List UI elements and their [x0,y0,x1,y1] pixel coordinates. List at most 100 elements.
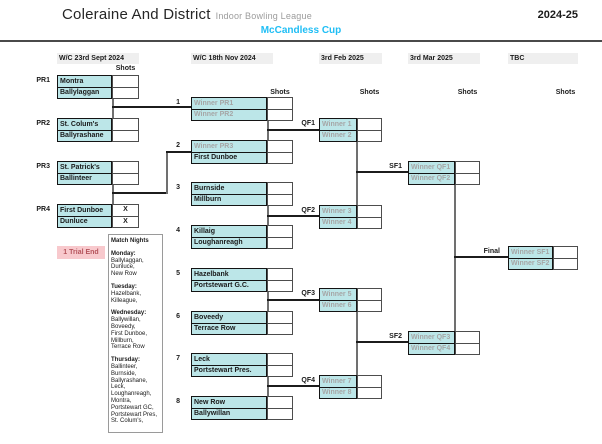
shots-cells [112,75,139,99]
shots-cells [357,118,382,142]
shots-cell[interactable] [267,322,293,335]
team-pair: Winner QF3 Winner QF4 [408,331,455,355]
shots-cell[interactable] [455,172,480,185]
team-name: Millburn [192,193,266,206]
day-label: Monday: [111,250,136,257]
match-nights-day: Thursday: Ballinteer, Burnside, Ballyras… [111,357,160,425]
shots-cells [455,331,480,355]
connector-line [112,192,168,194]
night-team: Ballylaggan, [111,257,144,264]
team-name: Winner QF4 [409,342,454,355]
day-label: Wednesday: [111,310,147,317]
team-name: Winner PR3 [194,142,234,150]
match-nights-box: Match Nights Monday: Ballylaggan, Dunluc… [108,234,163,433]
match-pr3: PR3 St. Patrick's Ballinteer [36,161,139,185]
shots-cell[interactable] [267,407,293,420]
team-pair: Burnside Millburn [191,182,267,206]
shots-cell[interactable] [455,342,480,355]
connector-line [112,106,191,108]
shots-cell[interactable] [357,299,382,312]
match-label: 3 [176,184,180,191]
connector-line [356,341,408,343]
shots-label: Shots [270,89,290,96]
team-name: Ballylaggan [58,86,111,99]
shots-cell[interactable] [267,279,293,292]
team-name: Leck [194,355,210,363]
shots-cell[interactable] [112,172,139,185]
shots-cell[interactable] [267,151,293,164]
team-name: Winner PR2 [192,108,266,121]
night-team: New Row [111,271,137,278]
shots-cell[interactable] [267,364,293,377]
team-name: Killaig [194,227,216,235]
shots-cell[interactable] [112,129,139,142]
shots-cell[interactable] [267,108,293,121]
shots-label: Shots [457,89,478,96]
team-name: First Dunboe [192,151,266,164]
shots-cells [267,353,293,377]
shots-label: Shots [555,89,576,96]
season-label: 2024-25 [537,9,578,21]
team-pair: Winner PR1 Winner PR2 [191,97,267,121]
team-name: Winner PR1 [194,99,234,107]
match-qf3: QF3 Winner 5 Winner 6 [301,288,382,312]
team-name: Winner 5 [322,290,352,298]
team-name: Winner 1 [322,120,352,128]
team-pair: New Row Ballywillan [191,396,267,420]
match-1: 1 Winner PR1 Winner PR2 [176,97,293,121]
team-name: Winner 6 [320,299,356,312]
shots-cell[interactable] [357,129,382,142]
match-label: PR3 [36,163,50,170]
team-pair: Boveedy Terrace Row [191,311,267,335]
shots-cells [455,161,480,185]
match-label: 7 [176,355,180,362]
night-team: Boveedy, [111,323,136,330]
team-name: Portstewart G.C. [192,279,266,292]
league-name: Coleraine And District [62,6,211,23]
trial-end-note: 1 Trial End [57,246,105,259]
round-header-qf: 3rd Feb 2025 [319,53,382,64]
shots-cell[interactable] [553,257,578,270]
match-6: 6 Boveedy Terrace Row [176,311,293,335]
connector-line [112,98,114,118]
night-team: Leck, [111,384,126,391]
shots-cell[interactable] [112,86,139,99]
night-team: Ballyrashane, [111,377,148,384]
shots-cell[interactable] [357,216,382,229]
match-qf1: QF1 Winner 1 Winner 2 [301,118,382,142]
team-pair: First Dunboe Dunluce [57,204,112,228]
shots-cell[interactable] [267,236,293,249]
match-label: 6 [176,313,180,320]
shots-cell[interactable]: X [112,215,139,228]
shots-cells [357,288,382,312]
match-sf1: SF1 Winner QF1 Winner QF2 [389,161,480,185]
match-4: 4 Killaig Loughanreagh [176,225,293,249]
team-name: Ballyrashane [58,129,111,142]
match-label: Final [483,248,500,255]
match-nights-day: Tuesday: Hazelbank, Killeague, [111,284,160,304]
match-8: 8 New Row Ballywillan [176,396,293,420]
shots-label: Shots [115,65,136,72]
match-label: 5 [176,270,180,277]
team-name: Terrace Row [192,322,266,335]
round-header-prelim: W/C 23rd Sept 2024 [57,53,139,64]
night-team: Killeague, [111,297,138,304]
team-name: Winner 2 [320,129,356,142]
team-pair: St. Patrick's Ballinteer [57,161,112,185]
match-label: PR4 [36,206,50,213]
team-name: Burnside [194,184,225,192]
shots-cell[interactable] [267,193,293,206]
team-name: Loughanreagh [192,236,266,249]
team-pair: Hazelbank Portstewart G.C. [191,268,267,292]
shots-cells [267,97,293,121]
match-pr1: PR1 Montra Ballylaggan [36,75,139,99]
match-nights-day: Wednesday: Ballywillan, Boveedy, First D… [111,310,160,351]
night-team: Portstewart Pres, [111,411,158,418]
team-name: St. Patrick's [60,163,100,171]
shots-cell[interactable] [357,386,382,399]
round-header-round1: W/C 18th Nov 2024 [191,53,273,64]
day-label: Thursday: [111,357,141,364]
connector-line [267,385,319,387]
shots-cells [267,225,293,249]
connector-line [166,151,168,194]
